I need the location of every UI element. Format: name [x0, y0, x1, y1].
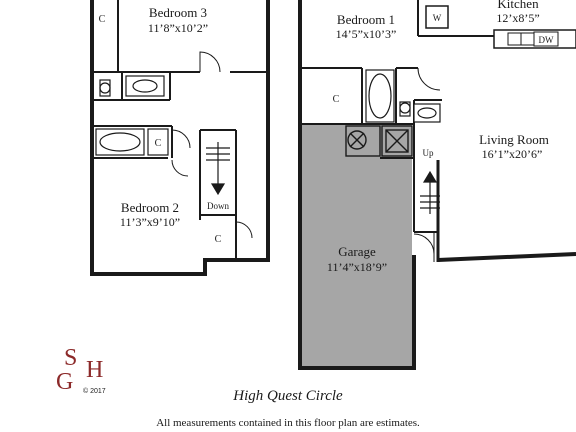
sink-upper-bath — [125, 75, 165, 97]
stairs-down-label: Down — [207, 201, 229, 211]
closet-label-bath: C — [155, 138, 162, 149]
dishwasher-box — [533, 31, 559, 47]
disclaimer-note: All measurements contained in this floor… — [156, 417, 420, 429]
logo-letter-s: S — [64, 345, 78, 371]
utility-boxes — [345, 125, 413, 157]
kitchen-dim: 12’x8’5” — [496, 11, 539, 25]
stairs-down — [206, 142, 230, 196]
stairs-up-label: Up — [423, 148, 434, 158]
washer-box — [425, 5, 449, 29]
logo-letter-h: H — [86, 357, 104, 383]
kitchen-counter — [493, 29, 576, 49]
logo-copyright: © 2017 — [83, 388, 106, 395]
washer-label: W — [433, 13, 442, 23]
bedroom1-name: Bedroom 1 — [337, 12, 395, 27]
living-room-name: Living Room — [479, 132, 549, 147]
bedroom1-dim: 14’5”x10’3” — [336, 27, 397, 41]
garage-dim: 11’4”x18’9” — [327, 260, 387, 274]
kitchen-name: Kitchen — [497, 0, 539, 11]
upper-floor-outer-wall — [90, 0, 270, 276]
main-floor-outer-wall — [298, 0, 416, 370]
garage-area — [302, 124, 412, 366]
stairs-up — [420, 170, 440, 214]
dishwasher-label: DW — [539, 35, 554, 45]
living-room-dim: 16’1”x20’6” — [482, 147, 543, 161]
logo-letter-g: G — [56, 369, 74, 395]
closet-shelf — [147, 128, 169, 156]
bathtub-upper — [95, 128, 145, 156]
plan-caption: High Quest Circle — [233, 388, 343, 404]
closet-label-b1: C — [333, 94, 340, 105]
upper-floor — [90, 0, 270, 276]
closet-label-b2: C — [215, 234, 222, 245]
closet-label-b3: C — [99, 14, 106, 25]
main-floor — [298, 0, 576, 370]
shg-logo: S H G © 2017 — [56, 346, 118, 398]
bedroom2-name: Bedroom 2 — [121, 200, 179, 215]
bedroom3-name: Bedroom 3 — [149, 5, 207, 20]
bedroom2-dim: 11’3”x9’10” — [120, 215, 180, 229]
garage-name: Garage — [338, 244, 376, 259]
bedroom3-dim: 11’8”x10’2” — [148, 21, 208, 35]
